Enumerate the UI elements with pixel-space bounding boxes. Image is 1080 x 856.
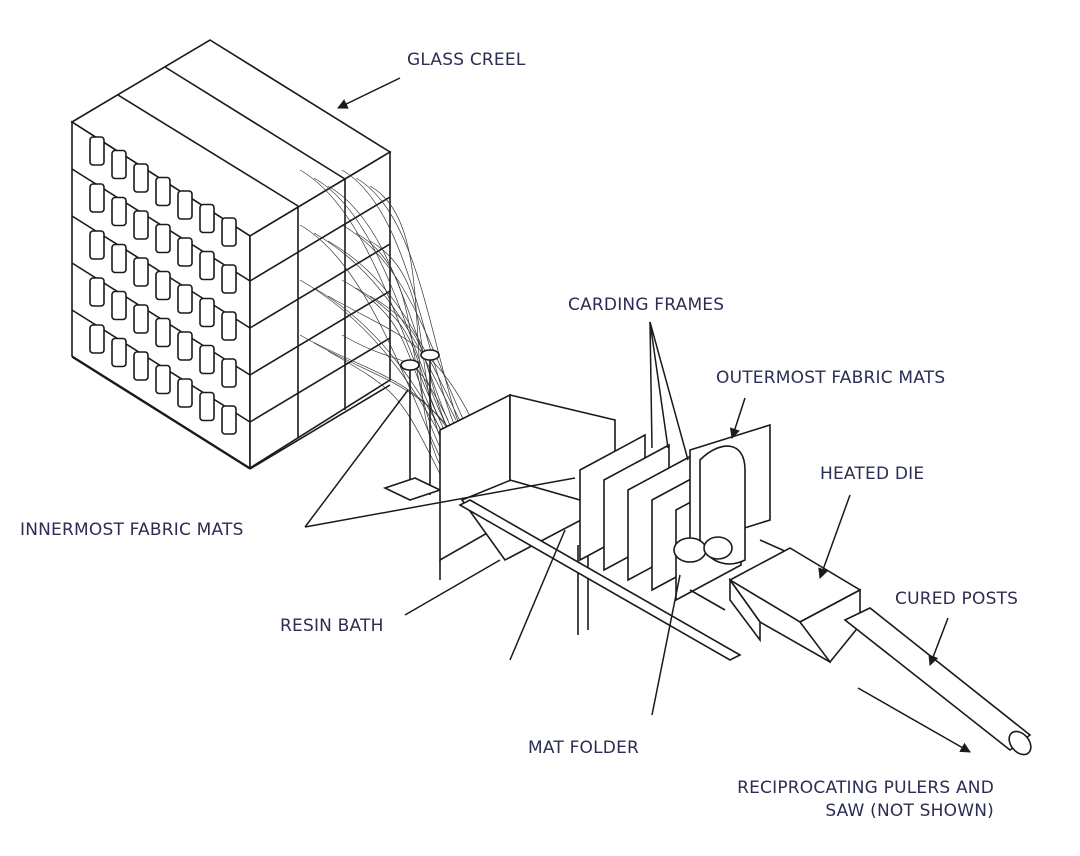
mat-folder-drawing (673, 423, 806, 611)
spool (221, 217, 237, 247)
spool (111, 290, 127, 321)
spool (133, 163, 149, 193)
label-outermost-fabric-mats: OUTERMOST FABRIC MATS (716, 368, 946, 388)
fiber-strand (341, 224, 473, 439)
fiber-strand (313, 232, 457, 421)
fiber-strand (299, 169, 441, 421)
spool (111, 196, 127, 227)
spool (155, 364, 171, 395)
spool (89, 183, 105, 213)
label-pullers-line2: SAW (NOT SHOWN) (825, 801, 994, 821)
fiber-strand (341, 169, 465, 448)
spool (221, 358, 237, 388)
fiber-strand (327, 240, 465, 430)
heated-die-drawing (728, 547, 862, 664)
spool (199, 344, 215, 375)
label-mat-folder: MAT FOLDER (528, 738, 640, 758)
spool (199, 203, 215, 234)
innermost-mat-stand (382, 349, 443, 501)
spool (221, 405, 237, 435)
spool (199, 391, 215, 422)
spool (177, 190, 193, 220)
fiber-strand (327, 350, 441, 475)
fiber-strand (369, 240, 449, 457)
spool (177, 284, 193, 314)
label-resin-bath: RESIN BATH (280, 616, 384, 636)
creel-shelf (249, 337, 391, 423)
spool (133, 304, 149, 334)
creel-shelf (249, 384, 391, 470)
spool (177, 331, 193, 361)
label-glass-creel: GLASS CREEL (407, 50, 526, 70)
spool (89, 324, 105, 354)
creel-shelf (71, 356, 251, 470)
label-innermost-fabric-mats: INNERMOST FABRIC MATS (20, 520, 244, 540)
glass-creel-drawing (70, 39, 392, 470)
creel-shelf (249, 290, 391, 376)
leader-lines (304, 77, 971, 753)
spool (155, 176, 171, 207)
spool (89, 277, 105, 307)
spool (155, 223, 171, 254)
fiber-strand (341, 279, 441, 430)
spool (199, 297, 215, 328)
spool (199, 250, 215, 281)
spool (177, 378, 193, 408)
spool (111, 243, 127, 274)
fiber-strand (313, 177, 449, 430)
fiber-strand (355, 287, 449, 439)
spool (155, 317, 171, 348)
spool (133, 210, 149, 240)
spool (89, 230, 105, 260)
spool (133, 351, 149, 381)
label-cured-posts: CURED POSTS (895, 589, 1019, 609)
label-heated-die: HEATED DIE (820, 464, 925, 484)
spool (133, 257, 149, 287)
fiber-strand (299, 224, 449, 475)
creel-shelf (249, 196, 391, 282)
fiber-strand (355, 232, 441, 448)
resin-bath-drawing (439, 393, 742, 661)
label-pullers-line1: RECIPROCATING PULERS AND (737, 778, 994, 798)
spool (111, 337, 127, 368)
spool (111, 149, 127, 180)
fiber-strand (327, 185, 457, 439)
spool (221, 264, 237, 294)
label-carding-frames: CARDING FRAMES (568, 295, 725, 315)
spool (89, 136, 105, 166)
spool (177, 237, 193, 267)
cured-post-drawing (843, 607, 1032, 756)
spool (221, 311, 237, 341)
spool (155, 270, 171, 301)
creel-shelf (249, 243, 391, 329)
